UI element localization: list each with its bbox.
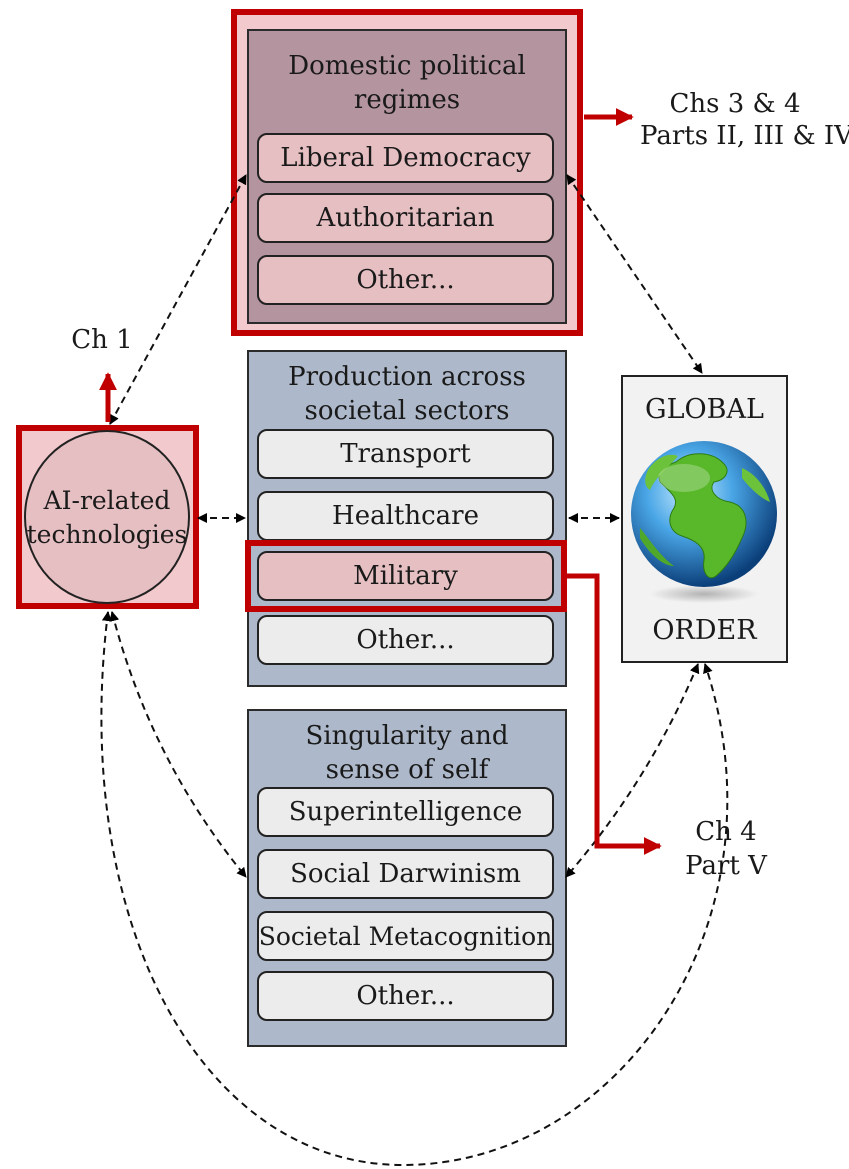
ai-technologies-circle [24,430,190,604]
singularity-title: Singularity and sense of self [305,721,509,785]
item-military: Military [257,551,554,601]
military-highlight-frame [245,540,567,612]
item-singularity-other: Other... [257,971,554,1021]
connector-global-singularity [565,663,700,878]
ai-technologies-label: AI-related technologies [26,486,188,549]
item-liberal-democracy: Liberal Democracy [257,133,554,183]
item-healthcare: Healthcare [257,491,554,541]
globe-icon [631,441,777,603]
connector-ai-singularity [109,611,247,878]
red-arrow-ch4 [566,573,662,855]
item-authoritarian: Authoritarian [257,193,554,243]
item-transport: Transport [257,429,554,479]
item-political-other: Other... [257,255,554,305]
item-superintelligence: Superintelligence [257,787,554,837]
connector-ai-political [109,174,247,425]
ref-chs34-line2: Parts II, III & IV [640,121,849,151]
item-societal-metacognition: Societal Metacognition [257,911,554,961]
connector-ai-global-loop [100,611,729,1167]
global-label: GLOBAL [645,394,764,425]
item-social-darwinism: Social Darwinism [257,849,554,899]
political-regimes-title: Domestic political regimes [288,51,526,115]
connector-political-global [566,174,703,374]
production-sectors-title: Production across societal sectors [288,362,526,426]
ref-chs34-line1: Chs 3 & 4 [669,89,801,119]
